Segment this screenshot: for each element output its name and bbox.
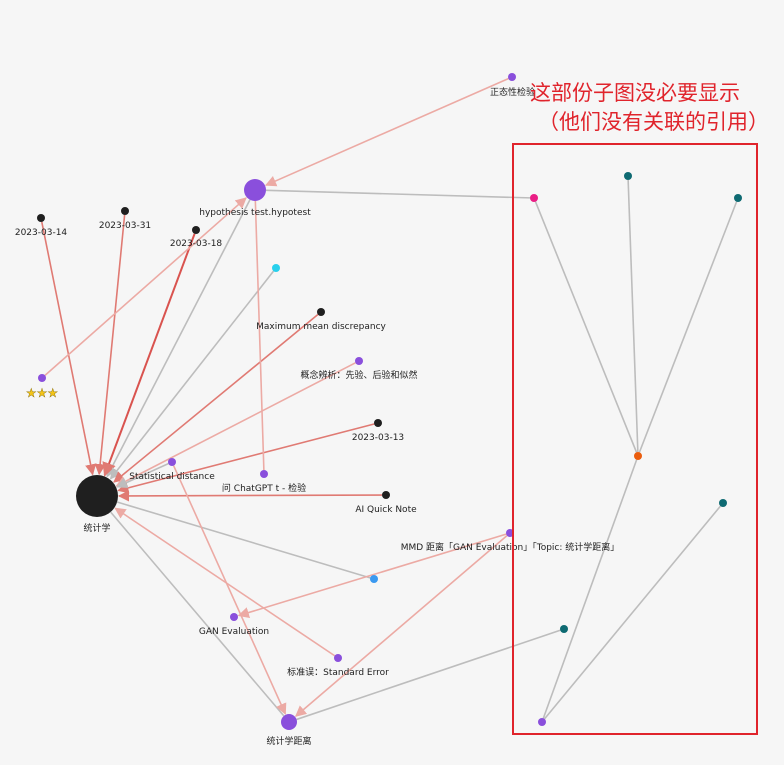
annotation-line-1: 这部份子图没必要显示	[530, 81, 740, 105]
annotation-box	[512, 143, 758, 735]
node-statdistance[interactable]	[281, 714, 297, 730]
graph-labels: 统计学 hypothesis test.hypotest 正态性检验 2023-03-…	[15, 86, 619, 747]
node-label-stats: 统计学	[83, 522, 110, 534]
node-d0331[interactable]	[121, 207, 129, 215]
node-stats[interactable]	[76, 475, 118, 517]
edge-statdist-stats	[116, 462, 169, 488]
node-purple_bottom[interactable]	[538, 718, 546, 726]
graph-edges	[41, 77, 738, 721]
edge-mmdgan-statdistance	[294, 534, 508, 717]
node-stars[interactable]	[38, 374, 46, 382]
node-normality[interactable]	[508, 73, 516, 81]
node-label-d0314: 2023-03-14	[15, 228, 68, 238]
node-teal3[interactable]	[719, 499, 727, 507]
edge-d0331-stats	[94, 214, 126, 476]
node-label-statdist: Statistical distance	[129, 472, 215, 482]
edge-teal1-orange	[627, 179, 639, 453]
edge-hypothesis-stats	[106, 199, 251, 478]
node-label-d0313: 2023-03-13	[352, 433, 404, 443]
node-orange[interactable]	[634, 452, 642, 460]
edge-stats-statdistance	[109, 511, 285, 717]
edge-cyan1-stats	[109, 270, 275, 480]
edge-stderr-stats	[114, 507, 336, 657]
node-label-hypothesis: hypothesis test.hypotest	[199, 208, 311, 218]
node-d0313[interactable]	[374, 419, 382, 427]
node-label-normality: 正态性检验	[490, 86, 535, 98]
node-label-d0331: 2023-03-31	[99, 221, 151, 231]
node-label-mmd: Maximum mean discrepancy	[256, 322, 386, 332]
node-teal2[interactable]	[734, 194, 742, 202]
edge-orange-purple_bottom	[542, 459, 638, 719]
node-d0314[interactable]	[37, 214, 45, 222]
edge-statdist-statdistance	[172, 465, 287, 715]
node-chatgpt[interactable]	[260, 470, 268, 478]
node-teal4[interactable]	[560, 625, 568, 633]
node-d0318[interactable]	[192, 226, 200, 234]
edge-concept-stats	[115, 362, 356, 487]
edge-teal4-statdistance	[296, 629, 561, 721]
edge-d0314-stats	[41, 221, 97, 476]
node-label-aiquick: AI Quick Note	[355, 505, 417, 515]
node-cyan1[interactable]	[272, 264, 280, 272]
node-stderr[interactable]	[334, 654, 342, 662]
edge-hypothesis-chatgpt	[254, 200, 265, 471]
edge-stars-hypothesis	[44, 197, 247, 376]
edge-d0313-stats	[117, 423, 375, 494]
edge-d0318-stats	[102, 233, 196, 477]
node-concept[interactable]	[355, 357, 363, 365]
edge-mmd-stats	[113, 313, 319, 483]
node-label-stars: ★★★	[26, 386, 58, 400]
node-label-statdistance: 统计学距离	[266, 735, 311, 747]
node-teal1[interactable]	[624, 172, 632, 180]
node-gan[interactable]	[230, 613, 238, 621]
edge-normality-hypothesis	[264, 77, 509, 187]
node-label-chatgpt: 问 ChatGPT t - 检验	[222, 482, 306, 494]
edge-mmdgan-gan	[237, 533, 507, 618]
edge-aiquick-stats	[117, 490, 383, 502]
node-mmd[interactable]	[317, 308, 325, 316]
edge-stats-blue1	[116, 501, 371, 579]
node-label-stderr: 标准误：Standard Error	[287, 666, 389, 678]
node-label-d0318: 2023-03-18	[170, 239, 223, 249]
node-blue1[interactable]	[370, 575, 378, 583]
node-aiquick[interactable]	[382, 491, 390, 499]
edge-magenta-orange	[534, 201, 638, 453]
node-label-mmdgan: MMD 距离「GAN Evaluation」「Topic: 统计学距离」	[401, 541, 620, 553]
annotation-line-2: （他们没有关联的引用）	[538, 110, 769, 134]
edge-hypothesis-magenta	[265, 189, 531, 199]
edge-teal3-purple_bottom	[543, 505, 722, 720]
edge-teal2-orange	[638, 201, 738, 453]
node-statdist[interactable]	[168, 458, 176, 466]
node-label-gan: GAN Evaluation	[199, 627, 269, 637]
node-hypothesis[interactable]	[244, 179, 266, 201]
graph-nodes	[37, 73, 742, 730]
node-label-concept: 概念辨析：先验、后验和似然	[300, 369, 417, 381]
node-magenta[interactable]	[530, 194, 538, 202]
